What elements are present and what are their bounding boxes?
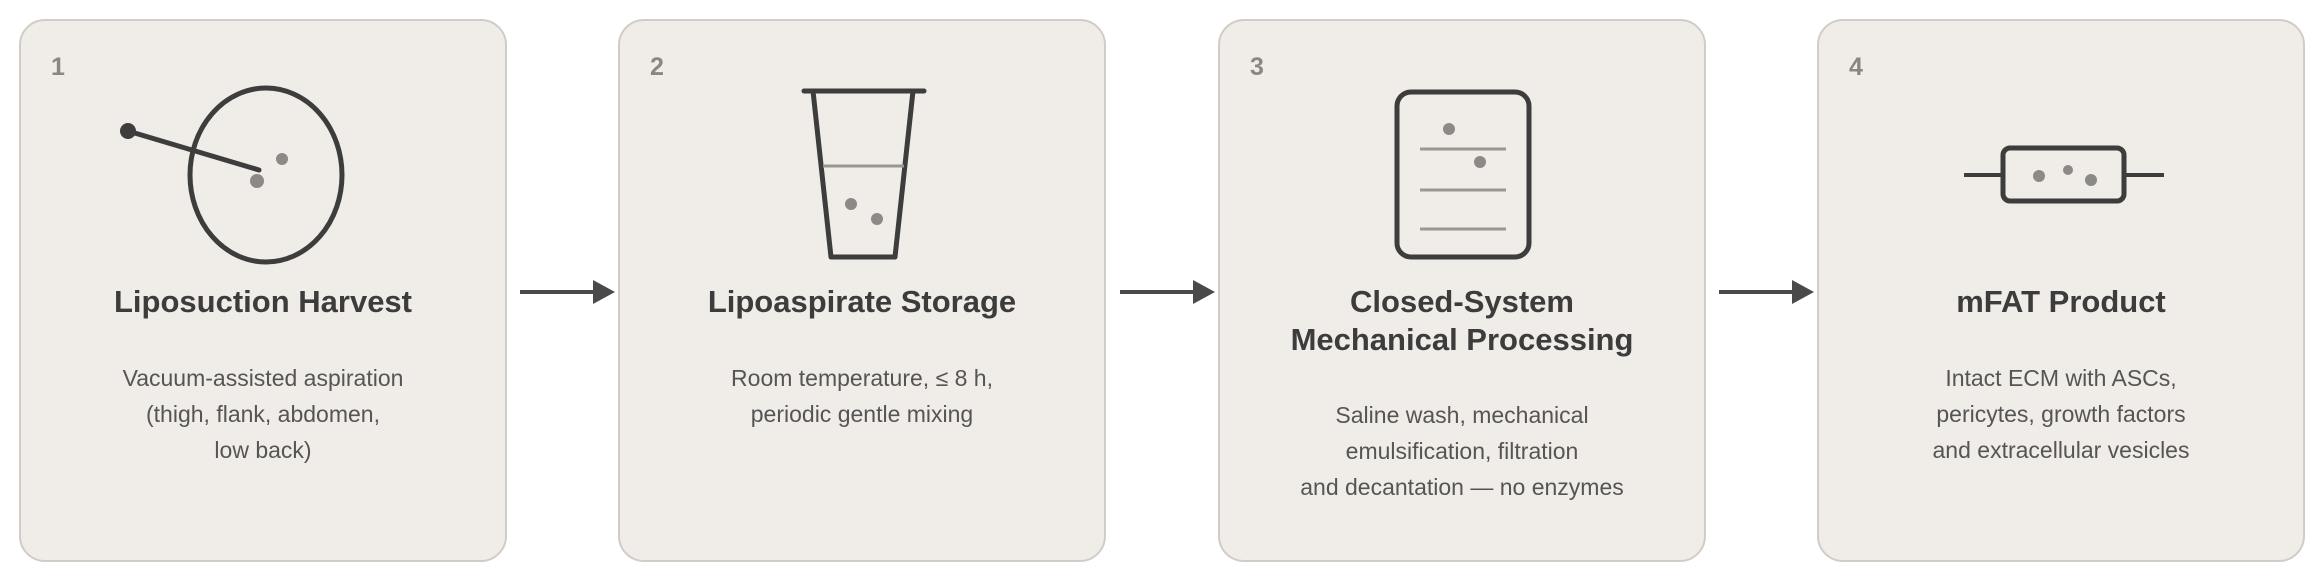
step-title: Liposuction Harvest: [114, 284, 412, 319]
step-number: 2: [650, 53, 664, 81]
step-card-3: 3 Closed-System Mechanical Processing Sa…: [1218, 19, 1706, 562]
step-title: mFAT Product: [1956, 284, 2166, 319]
processing-device-icon: [1394, 89, 1532, 260]
step-description: Intact ECM with ASCs, pericytes, growth …: [1932, 365, 2190, 463]
step-description: Room temperature, ≤ 8 h, periodic gentle…: [731, 365, 993, 427]
step-card-4: 4 mFAT Product Intact ECM with ASCs, per…: [1817, 19, 2305, 562]
storage-container-icon: [801, 88, 927, 260]
step-title: Closed-System Mechanical Processing: [1290, 284, 1634, 357]
step-number: 3: [1250, 53, 1264, 81]
step-card-1: 1 Liposuction Harvest Vacuum-assisted as…: [19, 19, 507, 562]
step-description: Vacuum-assisted aspiration (thigh, flank…: [122, 365, 404, 463]
step-card-2: 2 Lipoaspirate Storage Room temperature,…: [618, 19, 1106, 562]
syringe-product-icon: [1964, 145, 2164, 204]
step-title: Lipoaspirate Storage: [707, 284, 1017, 319]
flow-arrow-2: [1120, 280, 1215, 304]
flow-arrow-3: [1719, 280, 1814, 304]
step-number: 1: [51, 53, 65, 81]
flow-arrow-1: [520, 280, 615, 304]
step-description: Saline wash, mechanical emulsification, …: [1300, 402, 1624, 500]
liposuction-cannula-icon: [120, 85, 345, 265]
step-number: 4: [1849, 53, 1863, 81]
